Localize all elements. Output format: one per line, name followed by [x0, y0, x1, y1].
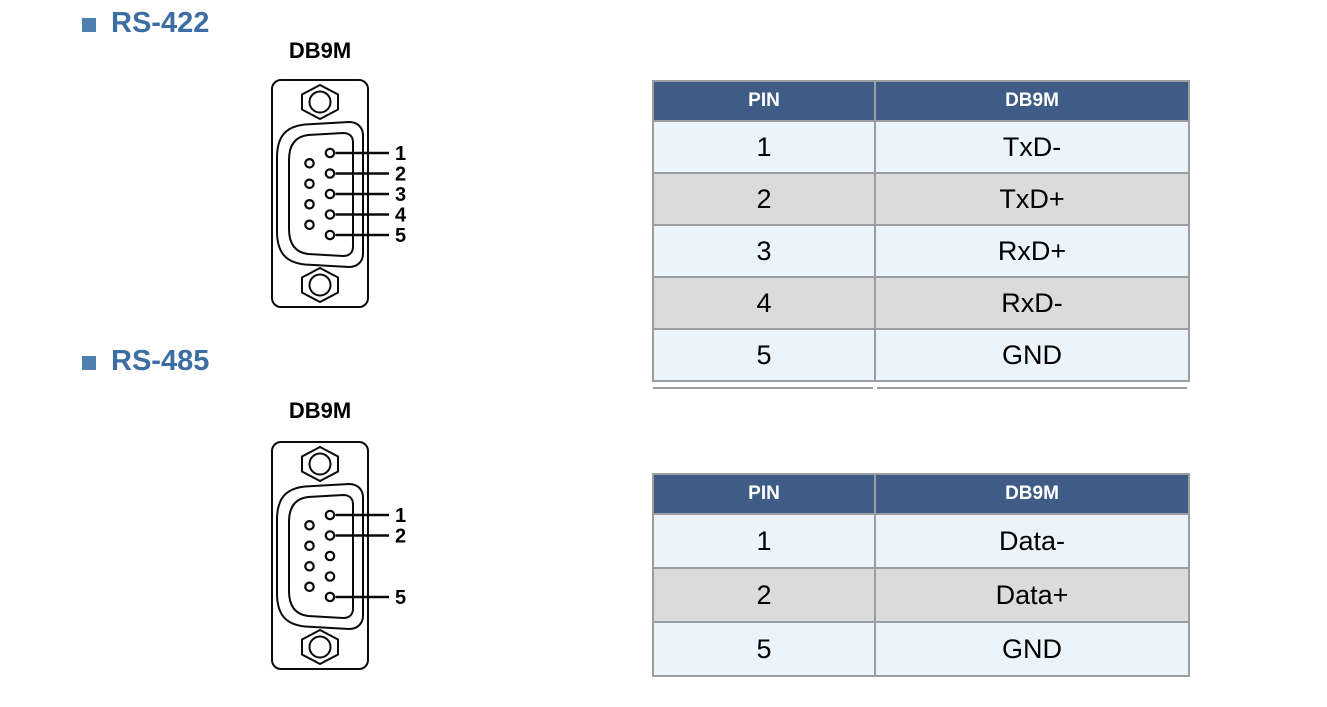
- pinout-table-rs485: PIN DB9M 1 Data- 2 Data+ 5 GND: [652, 473, 1190, 677]
- pin-circle-1: [324, 509, 336, 521]
- pin-circle-8: [304, 561, 315, 572]
- table-header-row: PIN DB9M: [652, 473, 1190, 515]
- nut-screw-circle: [308, 90, 332, 114]
- pin-cell: 5: [652, 621, 876, 677]
- table-clipped-row-edge: [653, 387, 873, 389]
- signal-cell: TxD+: [874, 172, 1190, 226]
- table-row: 5 GND: [652, 621, 1190, 677]
- section-heading-rs422: RS-422: [82, 7, 210, 40]
- pin-cell: 2: [652, 567, 876, 623]
- pin-cell: 4: [652, 276, 876, 330]
- signal-cell: GND: [874, 328, 1190, 382]
- section-heading-rs485: RS-485: [82, 345, 210, 378]
- signal-cell: TxD-: [874, 120, 1190, 174]
- figure-title-db9m-rs485: DB9M: [288, 398, 352, 423]
- pin-circle-3: [324, 188, 336, 200]
- pin-circle-2: [324, 168, 336, 179]
- nut-screw-circle: [308, 273, 332, 297]
- table-row: 3 RxD+: [652, 224, 1190, 278]
- signal-cell: Data+: [874, 567, 1190, 623]
- table-row: 4 RxD-: [652, 276, 1190, 330]
- pin-number-label: 4: [395, 205, 407, 227]
- column-header-db9m: DB9M: [874, 80, 1190, 122]
- connector-shell-inner: [288, 493, 354, 620]
- pin-number-label: 5: [395, 225, 406, 247]
- pin-circle-7: [304, 178, 315, 190]
- pin-cell: 2: [652, 172, 876, 226]
- bullet-square-icon: [82, 355, 96, 370]
- signal-cell: RxD-: [874, 276, 1190, 330]
- pin-circle-9: [304, 219, 315, 231]
- bullet-square-icon: [82, 17, 96, 32]
- table-row: 2 TxD+: [652, 172, 1190, 226]
- signal-cell: Data-: [874, 513, 1190, 569]
- signal-cell: RxD+: [874, 224, 1190, 278]
- pin-circle-9: [304, 581, 315, 593]
- pinout-table-rs422: PIN DB9M 1 TxD- 2 TxD+ 3 RxD+ 4 RxD- 5 G…: [652, 80, 1190, 382]
- pin-number-label: 1: [395, 143, 406, 165]
- figure-title-db9m-rs422: DB9M: [288, 38, 352, 63]
- nut-screw-circle: [308, 635, 332, 659]
- pin-number-label: 5: [395, 587, 406, 609]
- table-row: 5 GND: [652, 328, 1190, 382]
- pin-circle-1: [324, 147, 336, 159]
- pin-number-label: 3: [395, 184, 406, 206]
- pin-cell: 1: [652, 513, 876, 569]
- table-header-row: PIN DB9M: [652, 80, 1190, 122]
- pin-circle-6: [304, 158, 315, 169]
- pin-circle-5: [324, 229, 336, 241]
- pin-circle-8: [304, 199, 315, 210]
- nut-screw-circle: [308, 452, 332, 476]
- pin-cell: 1: [652, 120, 876, 174]
- column-header-pin: PIN: [652, 473, 876, 515]
- column-header-db9m: DB9M: [874, 473, 1190, 515]
- column-header-pin: PIN: [652, 80, 876, 122]
- section-heading-label: RS-485: [111, 345, 210, 377]
- table-clipped-row-edge: [877, 387, 1187, 389]
- pin-number-label: 2: [395, 164, 406, 186]
- section-heading-label: RS-422: [111, 7, 210, 39]
- pin-circle-4: [324, 209, 336, 220]
- pin-circle-6: [304, 520, 315, 531]
- pin-circle-4: [324, 571, 336, 582]
- pin-cell: 5: [652, 328, 876, 382]
- pin-circle-2: [324, 530, 336, 541]
- db9m-connector-diagram-rs422: 1 2 3 4 5: [271, 79, 407, 308]
- pin-cell: 3: [652, 224, 876, 278]
- pin-circle-3: [324, 550, 336, 562]
- signal-cell: GND: [874, 621, 1190, 677]
- table-row: 1 TxD-: [652, 120, 1190, 174]
- pin-number-label: 2: [395, 526, 406, 548]
- db9m-connector-diagram-rs485: 1 2 5: [271, 441, 406, 670]
- table-row: 1 Data-: [652, 513, 1190, 569]
- pin-circle-5: [324, 591, 336, 603]
- table-row: 2 Data+: [652, 567, 1190, 623]
- pin-circle-7: [304, 540, 315, 552]
- pin-number-label: 1: [395, 505, 406, 527]
